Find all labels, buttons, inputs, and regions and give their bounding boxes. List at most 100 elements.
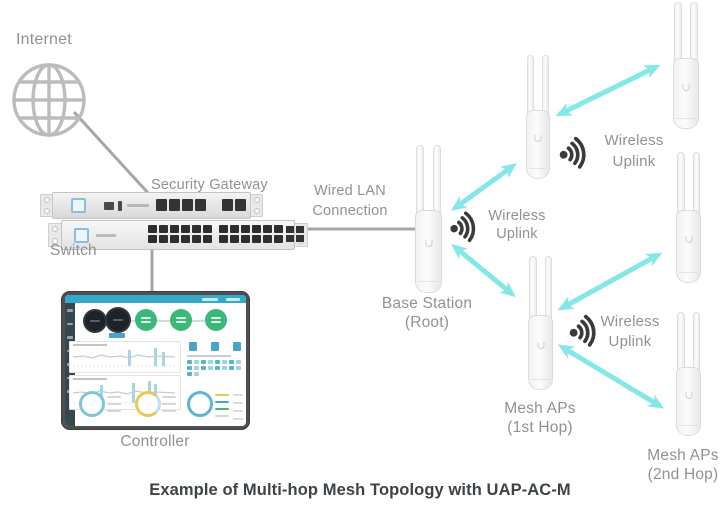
ethernet-port [235, 199, 246, 211]
ethernet-port [159, 235, 168, 243]
client-icon [201, 366, 206, 370]
ubiquiti-logo-icon [537, 342, 544, 350]
sfp-port [296, 235, 304, 242]
ap-body [673, 57, 699, 129]
rack-ear [250, 194, 263, 217]
switch-sfp [286, 226, 306, 242]
controller-label: Controller [120, 433, 190, 450]
sg-wan-ports [222, 199, 246, 211]
dashboard-header-bar [65, 295, 246, 303]
ethernet-port [192, 235, 201, 243]
client-icon [222, 360, 227, 364]
isp-badge [109, 333, 125, 338]
client-icon [187, 360, 192, 364]
model-text [96, 234, 116, 237]
header-text [202, 297, 218, 301]
legend-line [162, 402, 176, 405]
legend-line [215, 414, 229, 417]
ethernet-port [203, 225, 212, 233]
ethernet-port [159, 225, 168, 233]
wireless-link-mid-to-topright [555, 64, 661, 117]
security-gateway-label: Security Gateway [151, 177, 268, 193]
deep-insight-donut [187, 391, 213, 417]
ethernet-port [219, 235, 228, 243]
ap-body [415, 210, 442, 293]
mesh-ap-2nd-hop [676, 312, 701, 436]
switch-ports [148, 225, 284, 243]
client-icon [187, 366, 192, 370]
wifi-signal-icon [559, 136, 586, 169]
section-title [187, 355, 231, 357]
download-icon [189, 342, 197, 351]
client-icon [187, 372, 192, 376]
legend-2 [162, 393, 176, 414]
switch-device [48, 220, 308, 250]
ubiquiti-logo-icon [685, 236, 692, 244]
ethernet-port [148, 225, 157, 233]
ethernet-port [241, 225, 250, 233]
ethernet-port [222, 199, 233, 211]
ethernet-port [263, 225, 272, 233]
wired-lan-label: Wired LAN Connection [312, 183, 388, 219]
ethernet-icon [104, 202, 114, 210]
legend-line [107, 402, 121, 405]
ap-body [526, 109, 550, 179]
client-icon [236, 366, 241, 370]
globe-icon [12, 63, 86, 137]
clients-donut [135, 391, 161, 417]
ethernet-port [263, 235, 272, 243]
ethernet-port [230, 225, 239, 233]
legend-line [215, 407, 229, 410]
security-gateway-device [40, 192, 263, 219]
wireless-uplink-label-3: Wireless Uplink [600, 313, 660, 350]
client-icon [194, 366, 199, 370]
switch-label: Switch [50, 242, 97, 259]
mesh-ap-right-middle [676, 152, 701, 283]
status-connector-line [95, 320, 219, 322]
sg-lan-ports [156, 199, 206, 211]
sfp-port [286, 235, 294, 242]
client-icon [215, 366, 220, 370]
ethernet-port [274, 225, 283, 233]
wireless-uplink-label-2: Wireless Uplink [604, 132, 664, 170]
mesh-ap-top-right [673, 2, 699, 129]
ap-body [528, 314, 553, 390]
legend-line [162, 395, 176, 398]
ubiquiti-logo-icon [534, 134, 542, 142]
legend-line [107, 409, 121, 412]
wireless-link-base-to-mid [450, 163, 518, 211]
client-icon [215, 360, 220, 364]
sfp-port [296, 226, 304, 233]
ethernet-port [182, 199, 193, 211]
internet-label: Internet [16, 31, 72, 48]
throughput-chart [69, 341, 181, 373]
client-icon [229, 366, 234, 370]
client-icon [208, 366, 213, 370]
chart-title [73, 344, 107, 346]
client-icon [201, 360, 206, 364]
wan-status-circle [170, 309, 192, 331]
menu-icon [67, 309, 73, 312]
value-line [233, 418, 243, 420]
menu-icon [67, 322, 73, 325]
ethernet-port [169, 199, 180, 211]
ethernet-port [156, 199, 167, 211]
menu-icon [67, 336, 73, 339]
client-icon [194, 360, 199, 364]
ubiquiti-logo-icon [685, 391, 692, 399]
wifi-signal-icon [450, 211, 476, 243]
base-station-label: Base Station (Root) [381, 295, 473, 332]
diagram-caption: Example of Multi-hop Mesh Topology with … [149, 481, 571, 499]
ethernet-port [192, 225, 201, 233]
wireless-link-base-to-1sthop [451, 243, 516, 298]
sfp-port [286, 226, 294, 233]
device-front [52, 192, 251, 219]
ethernet-port [252, 225, 261, 233]
value-line [233, 410, 243, 412]
controller-icon-grid [187, 360, 241, 376]
ap-body [676, 209, 701, 283]
activity-icon [233, 342, 241, 351]
speed-gauge [105, 307, 131, 333]
value-line [233, 394, 243, 396]
